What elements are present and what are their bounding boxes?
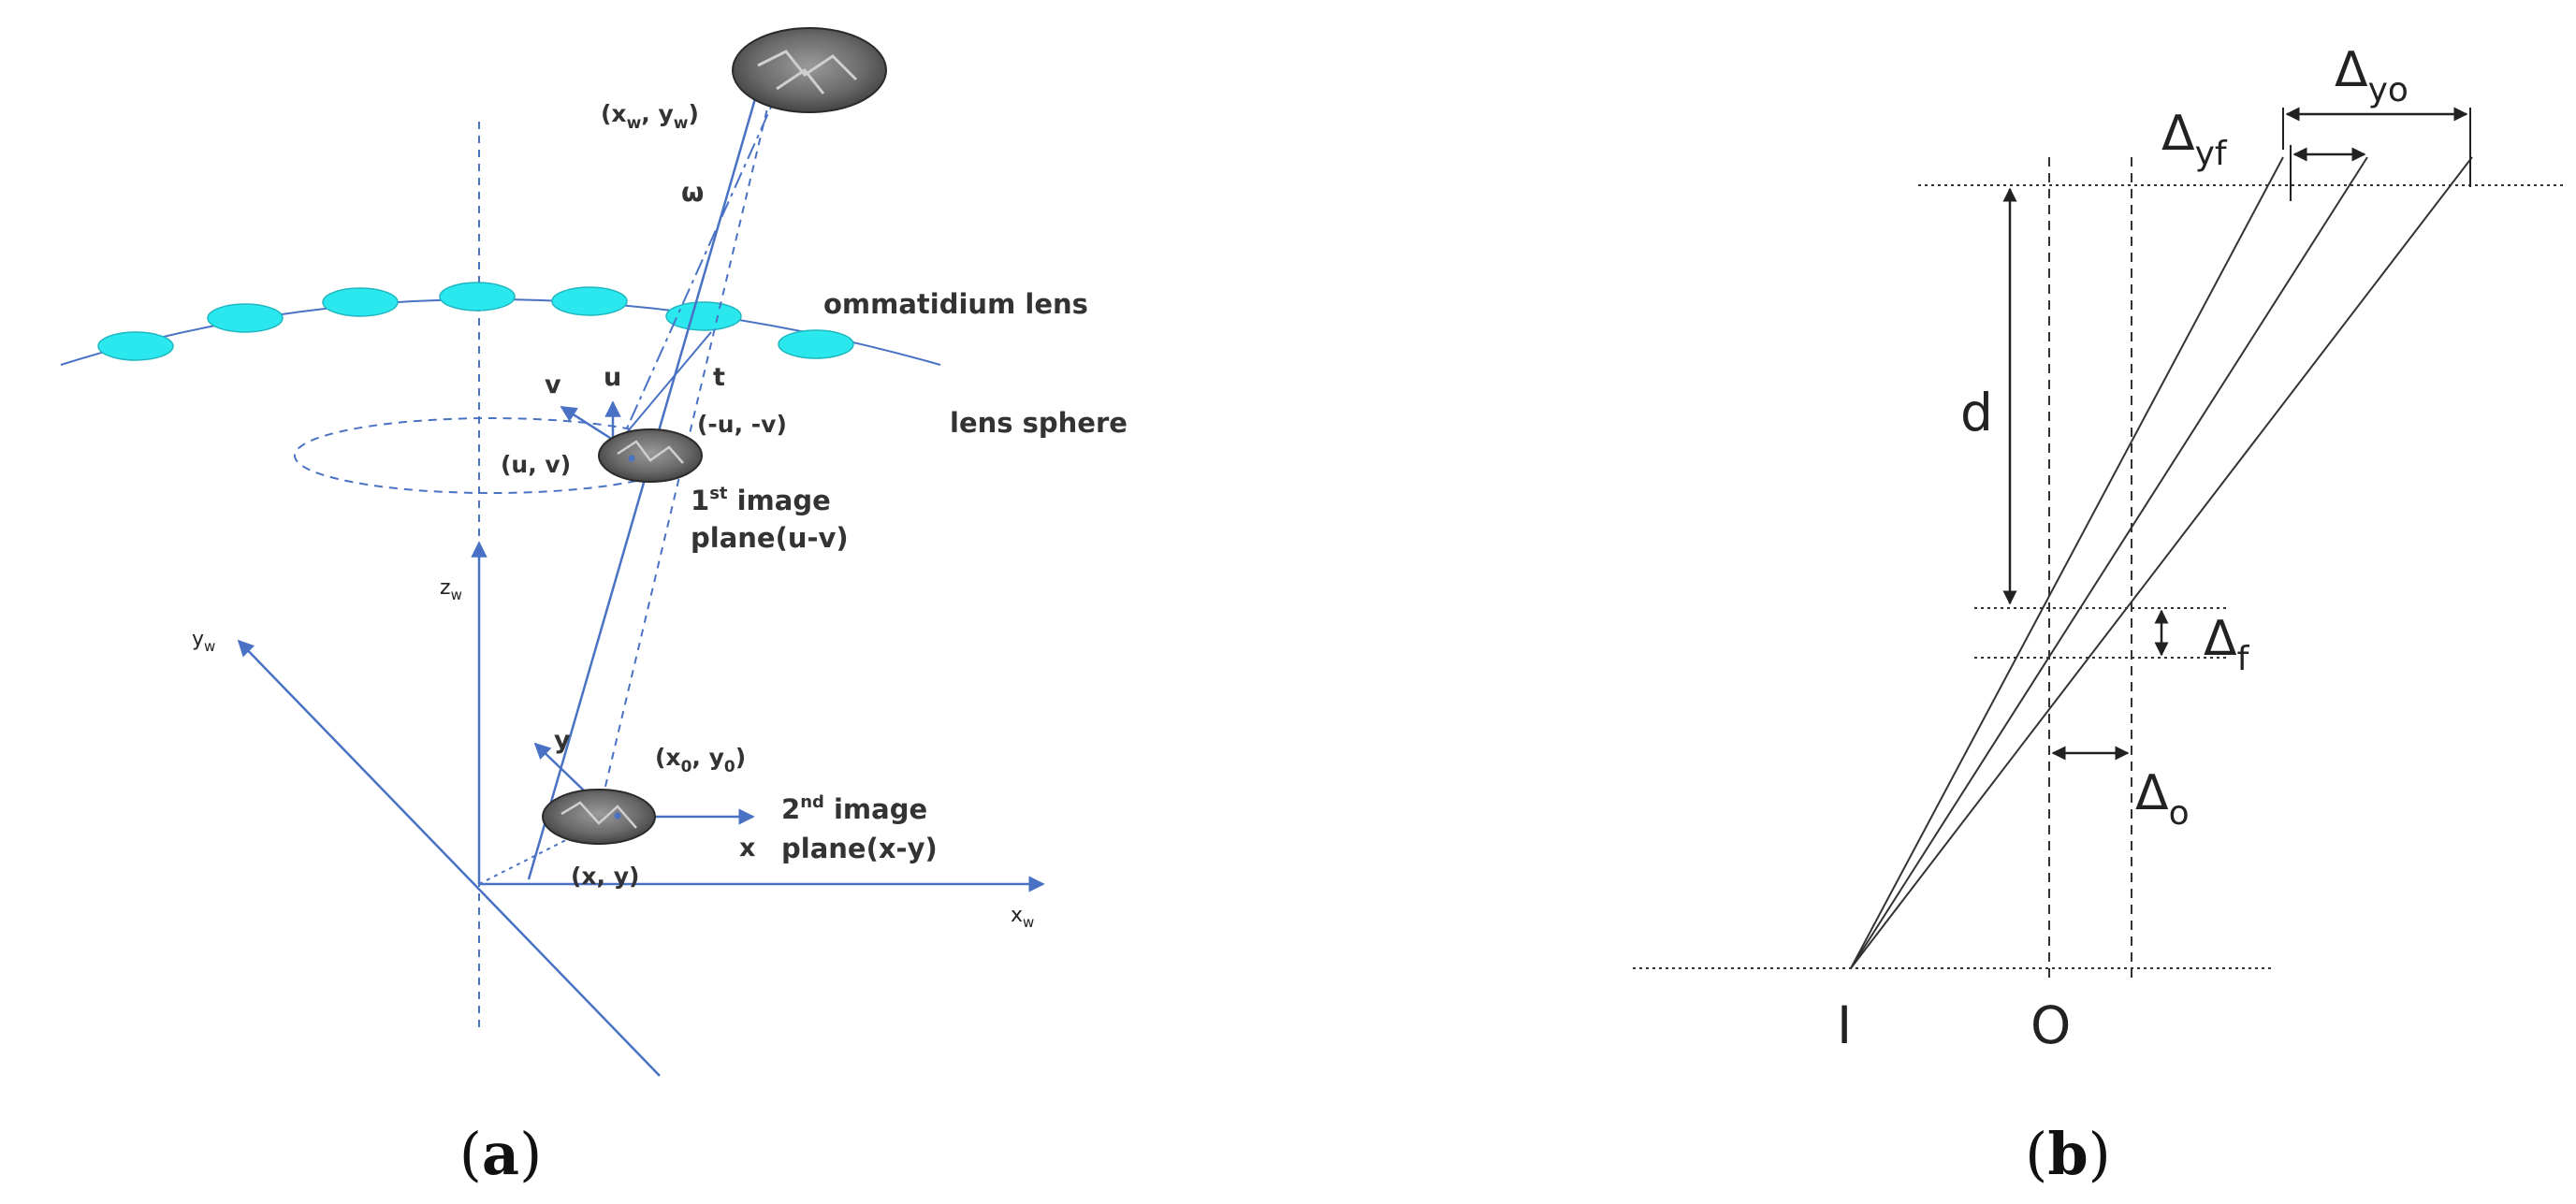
ray-dashdot [617,83,782,450]
I-label: I [1837,995,1852,1055]
x-label: x [739,834,755,863]
neg-uv-label: (-u, -v) [697,411,787,438]
ommatidium-lens [207,303,284,333]
ommatidium-lens [551,286,628,316]
first-image-plane-label: 1st image [691,484,831,516]
ommatidium-lens [778,329,854,359]
ommatidium-lens [97,331,174,361]
panel-a: xw yw zw (xw, yw) ω ommatidium lens lens… [60,27,1128,1188]
uv-label: (u, v) [501,451,571,478]
v-label: v [545,370,561,399]
t-label: t [713,363,725,392]
point-uv [628,455,635,462]
ommatidium-lens [665,301,742,331]
ray-dashed-second [598,88,773,815]
yw-axis-label: yw [192,628,215,655]
delta-yf-label: Δyf [2161,106,2228,173]
xy-label: (x, y) [571,863,639,890]
delta-yo-label: Δyo [2335,42,2409,109]
ommatidium-lens-row [97,282,854,361]
delta-f-label: Δf [2204,611,2250,678]
first-image-plane-label-line2: plane(u-v) [691,522,849,554]
x0y0-label: (x0, y0) [655,744,746,776]
d-label: d [1960,383,1993,442]
yw-axis [237,639,661,1077]
point-xy [614,812,621,820]
ommatidium-lens [322,287,399,317]
second-image-disk [542,789,656,845]
v-axis [560,405,614,442]
panel-b-caption: (b) [2025,1120,2111,1188]
ommatidium-lens-label: ommatidium lens [823,288,1088,320]
delta-o-label: Δo [2135,765,2190,833]
panel-a-caption: (a) [459,1120,543,1188]
ray-t [612,331,712,450]
O-label: O [2030,995,2071,1055]
first-image-disk [598,428,703,483]
world-point-label: (xw, yw) [601,100,699,133]
zw-axis-label: zw [440,576,462,603]
lens-sphere-label: lens sphere [950,407,1128,439]
panel-b: Δyo Δyf d Δf Δo I O (b) [1633,42,2564,1188]
omega-label: ω [681,177,704,208]
ommatidium-lens [439,282,516,312]
y-label: y [554,726,571,755]
second-image-plane-label-line2: plane(x-y) [781,833,938,864]
ray-middle [1850,156,2368,969]
ray-left [1850,156,2284,969]
u-label: u [604,363,621,392]
ray-right [1850,156,2473,969]
world-image-disk [732,27,887,113]
xw-axis-label: xw [1011,904,1034,931]
second-image-plane-label: 2nd image [781,792,927,825]
